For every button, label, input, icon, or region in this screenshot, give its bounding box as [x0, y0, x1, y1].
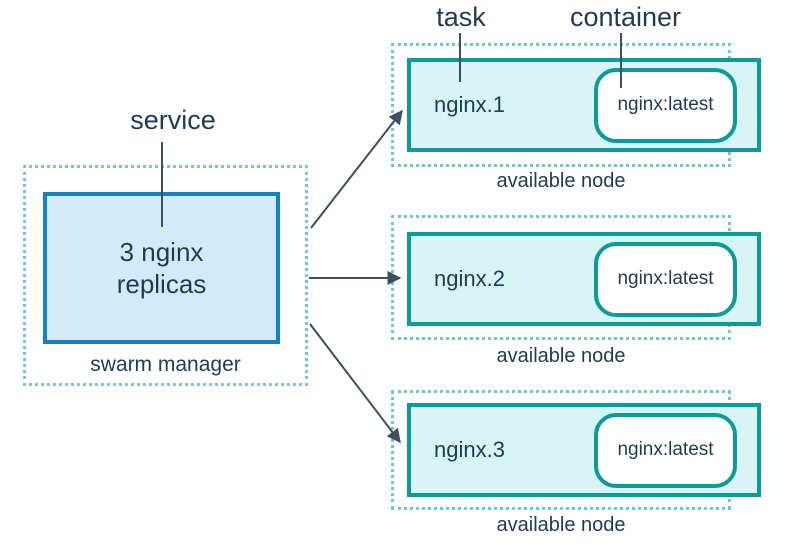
container-pill: nginx:latest — [594, 241, 737, 317]
service-box: 3 nginx replicas — [43, 192, 280, 344]
task-box: nginx.3 nginx:latest — [407, 403, 761, 497]
task-box: nginx.2 nginx:latest — [407, 232, 761, 326]
arrow-to-node-1 — [310, 109, 403, 229]
available-node-caption: available node — [496, 514, 626, 536]
task-box: nginx.1 nginx:latest — [407, 58, 761, 152]
available-node-caption: available node — [496, 170, 626, 192]
task-name: nginx.2 — [434, 266, 505, 291]
service-label: service — [130, 105, 216, 135]
arrow-to-node-3 — [309, 323, 401, 444]
container-image-label: nginx:latest — [617, 439, 714, 460]
available-node-caption: available node — [496, 345, 626, 367]
swarm-manager-boundary — [23, 165, 308, 386]
swarm-manager-caption: swarm manager — [90, 353, 241, 376]
task-name: nginx.3 — [434, 437, 505, 462]
task-label: task — [436, 2, 486, 32]
task-name: nginx.1 — [434, 92, 505, 117]
container-pill: nginx:latest — [594, 412, 737, 488]
container-pill: nginx:latest — [594, 67, 737, 143]
container-image-label: nginx:latest — [617, 94, 714, 115]
container-image-label: nginx:latest — [617, 268, 714, 289]
service-box-label: 3 nginx replicas — [116, 236, 207, 300]
container-label: container — [569, 2, 682, 32]
